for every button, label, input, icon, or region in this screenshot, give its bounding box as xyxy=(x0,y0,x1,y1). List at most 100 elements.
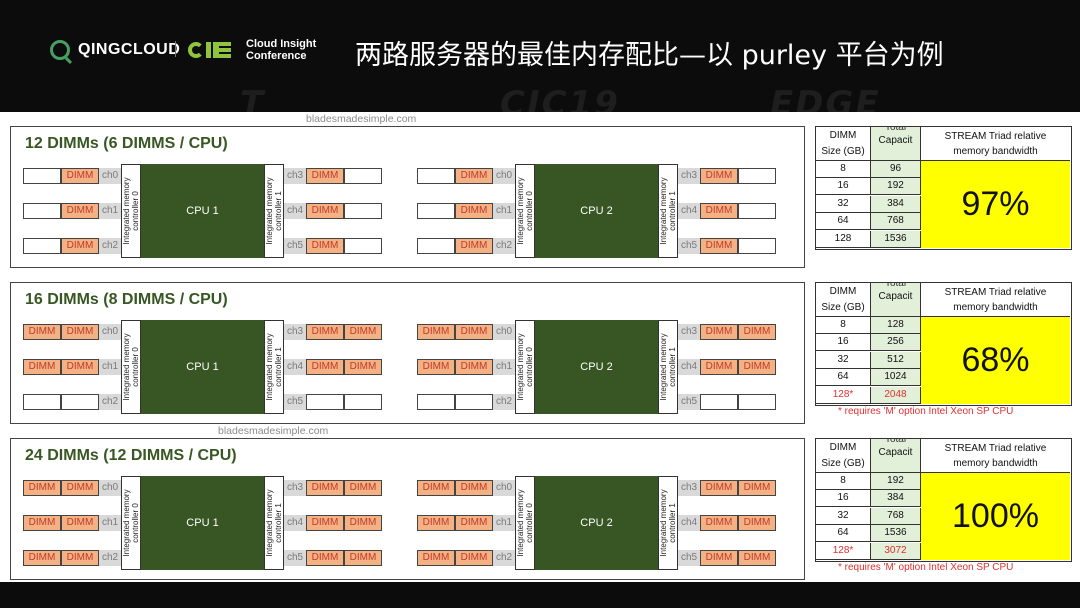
dimm-module: DIMM xyxy=(306,238,344,254)
bandwidth-value: 97% xyxy=(921,161,1070,248)
channel-label: ch3 xyxy=(678,168,700,184)
cic-logo: Cloud Insight Conference xyxy=(188,38,316,62)
empty-dimm-slot xyxy=(344,394,382,410)
dimm-module: DIMM xyxy=(700,203,738,219)
dimm-module: DIMM xyxy=(700,238,738,254)
table-cell-dimm-size: 32 xyxy=(816,507,871,525)
channel-label: ch3 xyxy=(284,324,306,340)
dimm-module: DIMM xyxy=(455,324,493,340)
channel-label: ch2 xyxy=(493,550,515,566)
cpu-requirement-note: * requires 'M' option Intel Xeon SP CPU xyxy=(838,562,1014,573)
empty-dimm-slot xyxy=(417,168,455,184)
channel-label: ch0 xyxy=(493,324,515,340)
channel-label: ch2 xyxy=(99,238,121,254)
channel-label: ch5 xyxy=(678,550,700,566)
table-cell-total-capacity: 256 xyxy=(871,334,921,352)
watermark-text: bladesmadesimple.com xyxy=(218,425,329,437)
table-cell-total-capacity: 768 xyxy=(871,213,921,231)
dimm-module: DIMM xyxy=(344,550,382,566)
decorative-graphic: EDGE xyxy=(770,84,881,116)
dimm-module: DIMM xyxy=(455,168,493,184)
decorative-graphic: CIC19 xyxy=(500,84,620,116)
channel-label: ch4 xyxy=(678,515,700,531)
dimm-module: DIMM xyxy=(700,359,738,375)
table-cell-total-capacity: 3072 xyxy=(871,542,921,560)
dimm-module: DIMM xyxy=(417,515,455,531)
bandwidth-value: 68% xyxy=(921,317,1070,404)
table-cell-total-capacity: 512 xyxy=(871,351,921,369)
dimm-module: DIMM xyxy=(700,168,738,184)
dimm-module: DIMM xyxy=(306,324,344,340)
table-cell-dimm-size: 16 xyxy=(816,490,871,508)
dimm-module: DIMM xyxy=(61,515,99,531)
channel-label: ch4 xyxy=(284,515,306,531)
dimm-module: DIMM xyxy=(61,480,99,496)
slide-title: 两路服务器的最佳内存配比—以 purley 平台为例 xyxy=(355,40,944,71)
empty-dimm-slot xyxy=(738,238,776,254)
dimm-module: DIMM xyxy=(61,168,99,184)
dimm-module: DIMM xyxy=(61,359,99,375)
dimm-module: DIMM xyxy=(738,324,776,340)
config-heading: 24 DIMMs (12 DIMMS / CPU) xyxy=(25,447,237,464)
channel-label: ch0 xyxy=(493,168,515,184)
channel-label: ch2 xyxy=(493,394,515,410)
channel-label: ch3 xyxy=(678,324,700,340)
table-cell-total-capacity: 128 xyxy=(871,317,921,334)
cpu-2-block: CPU 2 xyxy=(535,164,658,258)
channel-label: ch2 xyxy=(99,550,121,566)
dimm-module: DIMM xyxy=(738,480,776,496)
dimm-module: DIMM xyxy=(417,324,455,340)
dimm-module: DIMM xyxy=(417,359,455,375)
cpu-1-block: CPU 1 xyxy=(141,320,264,414)
cpu-requirement-note: * requires 'M' option Intel Xeon SP CPU xyxy=(838,406,1014,417)
dimm-module: DIMM xyxy=(700,515,738,531)
dimm-module: DIMM xyxy=(455,515,493,531)
dimm-module: DIMM xyxy=(455,359,493,375)
dimm-module: DIMM xyxy=(700,550,738,566)
empty-dimm-slot xyxy=(738,168,776,184)
dimm-module: DIMM xyxy=(417,480,455,496)
qingcloud-logo: QINGCLOUD xyxy=(50,38,180,62)
empty-dimm-slot xyxy=(417,203,455,219)
channel-label: ch4 xyxy=(678,203,700,219)
empty-dimm-slot xyxy=(23,238,61,254)
dimm-module: DIMM xyxy=(700,324,738,340)
dimm-module: DIMM xyxy=(738,550,776,566)
dimm-module: DIMM xyxy=(344,515,382,531)
empty-dimm-slot xyxy=(417,394,455,410)
empty-dimm-slot xyxy=(344,238,382,254)
empty-dimm-slot xyxy=(306,394,344,410)
bandwidth-value: 100% xyxy=(921,473,1070,560)
table-cell-dimm-size: 128* xyxy=(816,386,871,404)
table-cell-dimm-size: 128 xyxy=(816,230,871,248)
channel-label: ch0 xyxy=(99,480,121,496)
empty-dimm-slot xyxy=(23,394,61,410)
table-cell-dimm-size: 128* xyxy=(816,542,871,560)
slide-header: QINGCLOUD Cloud Insight Conference 两路服务器… xyxy=(0,0,1080,112)
channel-label: ch1 xyxy=(99,359,121,375)
table-cell-total-capacity: 1024 xyxy=(871,369,921,387)
empty-dimm-slot xyxy=(455,394,493,410)
dimm-module: DIMM xyxy=(455,480,493,496)
empty-dimm-slot xyxy=(344,203,382,219)
channel-label: ch3 xyxy=(678,480,700,496)
channel-label: ch2 xyxy=(493,238,515,254)
channel-label: ch3 xyxy=(284,480,306,496)
